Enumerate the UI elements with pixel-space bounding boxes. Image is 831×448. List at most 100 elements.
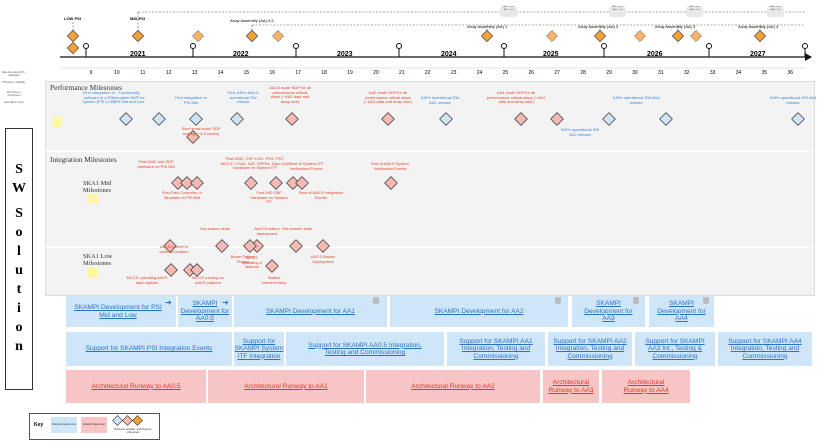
year-markers (83, 43, 808, 57)
feature-runway-aa4[interactable]: Architectural Runway to AA4 (602, 370, 690, 403)
milestone-diamond (230, 112, 244, 126)
left-note: PSI timing / capability (2, 81, 26, 84)
milestone-diamond (243, 239, 257, 253)
pi-number: 14 (217, 70, 224, 76)
mid-milestone-text: First Dish Controller or Simulator in PS… (161, 190, 202, 200)
feature-dev-psi[interactable]: SKAMPI Development for PSI Mid and Low (66, 296, 176, 327)
milestone-diamond (439, 112, 453, 126)
pi-number: 9 (89, 70, 93, 76)
arrow-right-icon: ➜ (222, 298, 229, 307)
milestone-diamond (514, 112, 528, 126)
milestone-diamond (189, 112, 203, 126)
low-milestone-text: Station Interferometry (261, 275, 287, 285)
perf-milestone-text: Functionally complete MVP for PSI Mid an… (113, 90, 145, 105)
aa05-label: Array Assembly (AA) 0.5 (230, 18, 274, 23)
sw-solution-letter: o (15, 320, 23, 335)
pi-number: 31 (658, 70, 664, 76)
feature-support-itf[interactable]: Support for SKAMPI System ITF Integratio… (234, 332, 284, 366)
key-enabler-swatch: Enabler feature set (81, 417, 107, 433)
sticky-note (52, 117, 62, 127)
milestone-diamond (289, 239, 303, 253)
low-milestone-text: MCCS operating 3 stations (241, 255, 262, 270)
mid-milestone-text: First MID CBF Hardware on System ITF (250, 190, 288, 205)
pi-number: 17 (295, 70, 301, 76)
year-label: 2021 (130, 51, 146, 58)
milestone-diamond (316, 239, 330, 253)
milestone-diamond (659, 112, 673, 126)
feature-support-psi[interactable]: Support for SKAMPI PSI Integration Event… (66, 332, 232, 366)
feature-runway-aa05[interactable]: Architectural Runway to AA0.5 (66, 370, 206, 403)
feature-runway-aa2[interactable]: Architectural Runway to AA2 (366, 370, 540, 403)
milestone-diamond (791, 112, 805, 126)
milestone-diamond (384, 176, 398, 190)
low-milestone-text: MCCS operating AAVS data capture (126, 275, 168, 285)
pi-number: 19 (347, 70, 353, 76)
low-milestone-text: MCCS running on AAVS platform (192, 275, 224, 285)
pi-number: 33 (709, 70, 716, 76)
year-label: 2027 (750, 51, 766, 58)
feature-support-aa1[interactable]: Support for SKAMPI AA1 Integration, Test… (447, 332, 545, 366)
mid-milestone-text: First DMC and SDP hardware on PSI Mid (137, 159, 175, 169)
feature-runway-aa1[interactable]: Architectural Runway to AA1 (208, 370, 364, 403)
pi-number: 22 (424, 70, 431, 76)
aa1-label: Array Assembly (AA) 1 (467, 24, 508, 29)
perf-milestone-text: Start small scale SDP scaling (~4-5 node… (181, 126, 221, 136)
feature-dev-aa3[interactable]: SKAMPI Development for AA3 (572, 296, 645, 327)
milestone-diamond (250, 239, 264, 253)
aa1-date-badge: AA1 • start AA1 • end (500, 6, 517, 17)
aa-milestone-diamonds (66, 29, 767, 55)
sw-solution-letter: t (16, 282, 22, 297)
perf-milestone-text: AA2 scale SDP for all performance critic… (364, 90, 412, 105)
milestone-diamond (550, 112, 564, 126)
perf-milestone-text: First integration of software in a PSI S… (82, 90, 116, 105)
milestone-diamond (190, 176, 204, 190)
sw-solution-letter: u (15, 263, 23, 278)
integration-title: Integration Milestones (50, 155, 117, 164)
year-label: 2022 (233, 51, 249, 58)
milestone-diamond (180, 176, 194, 190)
milestone-diamond (152, 112, 166, 126)
sw-solution-letter: l (17, 244, 21, 259)
pi-number: 36 (787, 70, 794, 76)
feature-support-aa05[interactable]: Support for SKAMPI AA0.5 Integration, Te… (286, 332, 444, 366)
low-milestone-text: Hot-season tests (200, 226, 231, 231)
left-note: Doc delivery / commitment (6, 91, 22, 97)
milestone-diamond (381, 112, 395, 126)
mid-milestone-text: Start of System ITF Verification Events (288, 161, 324, 171)
feature-support-aa3[interactable]: Support for SKAMPI AA3 Int., Testing & C… (635, 332, 715, 366)
milestone-diamond (171, 176, 185, 190)
pi-number: 10 (114, 70, 120, 76)
feature-runway-aa3[interactable]: Architectural Runway to AA3 (543, 370, 599, 403)
low-milestone-text: AA0.5 Station Deployment (310, 254, 336, 264)
milestone-diamond (183, 263, 197, 277)
sw-solution-letter: W (12, 181, 26, 196)
pi-number: 25 (502, 70, 509, 76)
feature-support-aa4[interactable]: Support for SKAMPI AA4 Integration, Test… (718, 332, 812, 366)
aa3-label: Array Assembly (AA) 3 (655, 24, 696, 29)
pi-number: 12 (165, 70, 172, 76)
perf-milestone-text: SAFe operational SW AA1 release (420, 95, 460, 105)
pi-number: 35 (761, 70, 768, 76)
feature-dev-aa1[interactable]: SKAMPI Development for AA1 (234, 296, 387, 327)
perf-milestone-text: First integration in PSI Mid (175, 95, 207, 105)
feature-dev-aa2[interactable]: SKAMPI Development for AA2 (390, 296, 568, 327)
sticky-note (88, 194, 98, 204)
pi-number: 34 (735, 70, 742, 76)
year-label: 2024 (441, 51, 457, 58)
key-title: Key (34, 422, 44, 428)
milestone-diamond (190, 263, 204, 277)
feature-dev-aa05[interactable]: SKAMPI Development for AA0.5 (178, 296, 232, 327)
sw-solution-letter: S (15, 206, 23, 221)
feature-support-aa2[interactable]: Support for SKAMPI AA2 Integration, Test… (548, 332, 632, 366)
milestone-diamond (286, 176, 300, 190)
ska1-low-title: SKA1 Low Milestones (83, 253, 113, 267)
perf-milestone-text: SAFe operational SW AA4 release (769, 95, 817, 105)
milestone-diamond (186, 130, 200, 144)
pi-number: 27 (554, 70, 560, 76)
pi-number: 11 (140, 70, 146, 76)
pi-number: 32 (683, 70, 690, 76)
sw-solution-letter: i (17, 301, 21, 316)
year-label: 2026 (647, 51, 663, 58)
